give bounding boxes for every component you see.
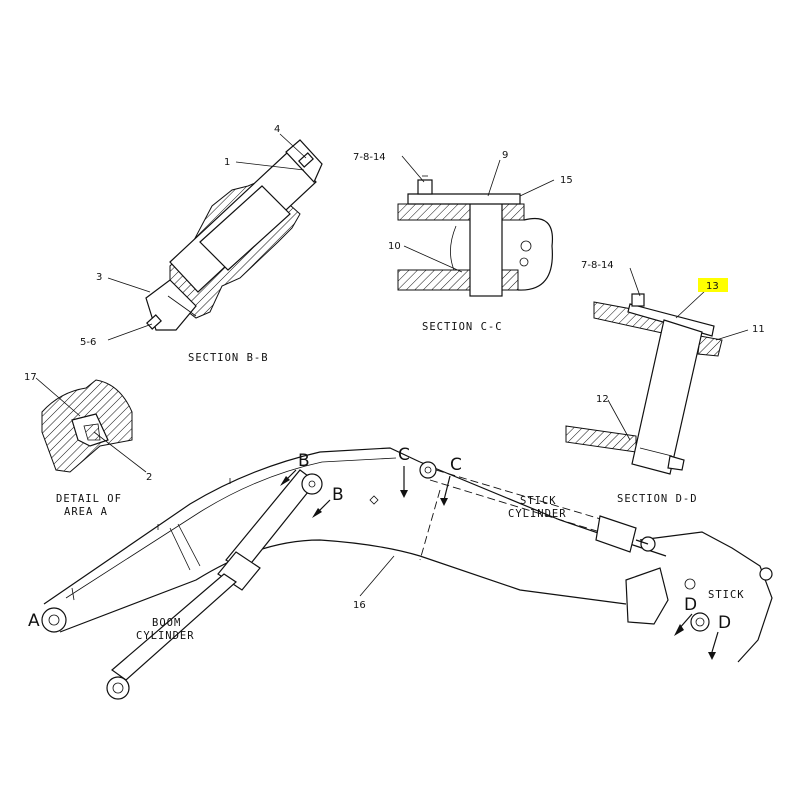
boom-cylinder-drawing bbox=[106, 469, 323, 700]
detail-area-a-drawing bbox=[41, 379, 133, 473]
section-b-b-leaders bbox=[107, 133, 307, 341]
callout-13-highlight bbox=[698, 278, 728, 292]
boom-cylinder-label-line2: CYLINDER bbox=[136, 630, 195, 642]
callout-16: 16 bbox=[353, 600, 366, 611]
callout-5-6: 5-6 bbox=[80, 337, 96, 348]
section-b-b-title: SECTION B-B bbox=[188, 352, 269, 364]
section-marker-a: A bbox=[28, 611, 40, 631]
stick-cylinder-label-line2: CYLINDER bbox=[508, 508, 567, 520]
section-c-c-title: SECTION C-C bbox=[422, 321, 503, 333]
callout-11: 11 bbox=[752, 324, 765, 335]
section-marker-b-right: B bbox=[332, 485, 344, 505]
callout-12: 12 bbox=[596, 394, 609, 405]
section-d-d-leaders bbox=[607, 267, 749, 441]
callout-17: 17 bbox=[24, 372, 37, 383]
detail-area-a-leaders bbox=[35, 377, 147, 473]
boom-cylinder-label-line1: BOOM bbox=[152, 617, 181, 629]
stick-label: STICK bbox=[708, 589, 745, 601]
callout-2: 2 bbox=[146, 472, 152, 483]
section-b-b-drawing bbox=[145, 139, 323, 331]
leader-16 bbox=[359, 555, 395, 597]
callout-1: 1 bbox=[224, 157, 230, 168]
section-marker-d-right: D bbox=[718, 613, 731, 633]
callout-4: 4 bbox=[274, 124, 280, 135]
section-c-c-leaders bbox=[401, 155, 555, 273]
callout-7-8-14-dd: 7-8-14 bbox=[581, 260, 614, 271]
detail-area-a-title-line1: DETAIL OF bbox=[56, 493, 122, 505]
section-marker-c-left: C bbox=[398, 445, 410, 465]
section-marker-d-left: D bbox=[684, 595, 697, 615]
section-marker-b-left: B bbox=[298, 451, 310, 471]
callout-9: 9 bbox=[502, 150, 508, 161]
section-marker-c-right: C bbox=[450, 455, 462, 475]
stick-cylinder-label-line1: STICK bbox=[520, 495, 557, 507]
stick-cylinder-drawing bbox=[419, 461, 649, 561]
callout-3: 3 bbox=[96, 272, 102, 283]
callout-15: 15 bbox=[560, 175, 573, 186]
callout-7-8-14-cc: 7-8-14 bbox=[353, 152, 386, 163]
callout-10: 10 bbox=[388, 241, 401, 252]
detail-area-a-title-line2: AREA A bbox=[64, 506, 108, 518]
callout-13: 13 bbox=[706, 281, 719, 292]
section-c-c-drawing bbox=[397, 175, 554, 297]
section-d-d-title: SECTION D-D bbox=[617, 493, 698, 505]
section-cut-markers bbox=[280, 466, 719, 660]
section-d-d-drawing bbox=[565, 293, 723, 475]
